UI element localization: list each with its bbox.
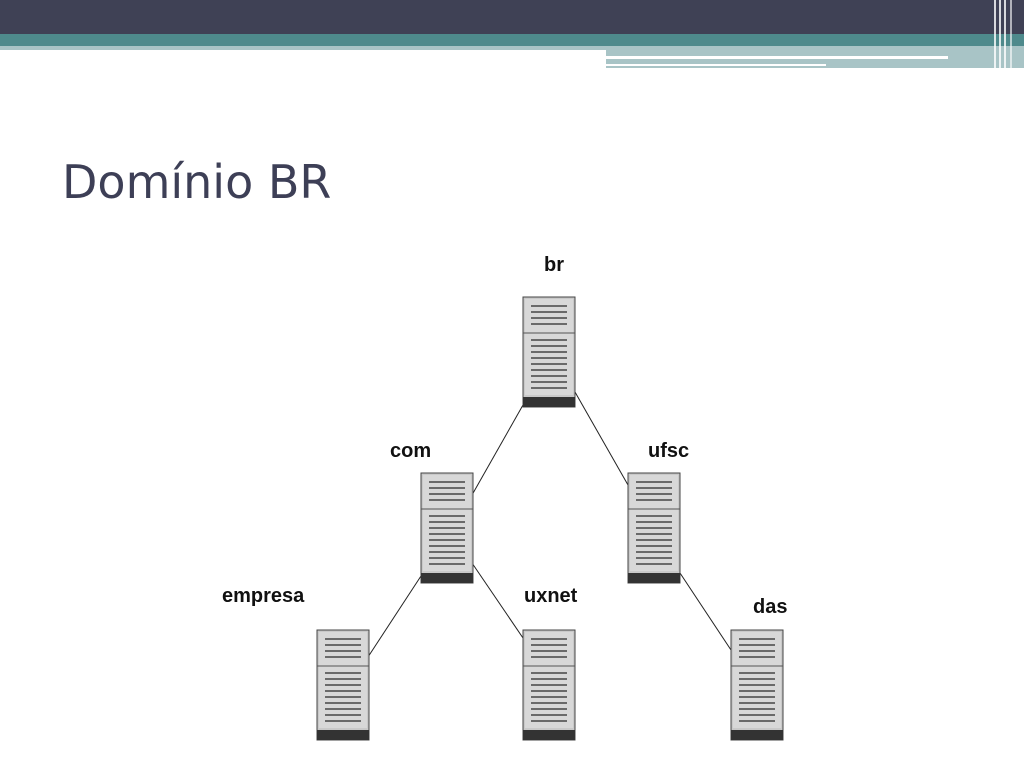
header-white-line-2 [606, 64, 826, 66]
server-icon [522, 629, 576, 741]
header-white-line [606, 56, 948, 59]
node-label-ufsc: ufsc [648, 440, 689, 462]
header-corner-bar [1010, 0, 1012, 68]
node-das: das [730, 596, 787, 741]
node-label-br: br [544, 254, 564, 276]
header-light-strip [0, 46, 606, 50]
node-com: com [390, 440, 474, 584]
server-icon [627, 472, 681, 584]
edge-ufsc-das [679, 572, 732, 651]
node-br: br [522, 254, 576, 408]
edge-br-com [471, 404, 524, 496]
node-label-das: das [753, 596, 787, 618]
edge-br-ufsc [574, 391, 629, 486]
header-band [0, 0, 1024, 68]
header-corner-bar [1004, 0, 1006, 68]
server-icon [420, 472, 474, 584]
edge-com-uxnet [471, 562, 524, 639]
header-corner-bar [999, 0, 1001, 68]
server-icon [316, 629, 370, 741]
node-empresa: empresa [222, 585, 370, 741]
server-icon [522, 296, 576, 408]
header-dark-strip [0, 0, 1024, 34]
slide-title: Domínio BR [62, 155, 332, 209]
node-label-uxnet: uxnet [524, 585, 578, 607]
header-corner-bar [994, 0, 996, 68]
node-ufsc: ufsc [627, 440, 689, 584]
node-label-empresa: empresa [222, 585, 305, 607]
node-label-com: com [390, 440, 431, 462]
edge-com-empresa [367, 575, 422, 658]
server-icon [730, 629, 784, 741]
header-accent-strip [0, 34, 1024, 46]
node-uxnet: uxnet [522, 585, 578, 741]
